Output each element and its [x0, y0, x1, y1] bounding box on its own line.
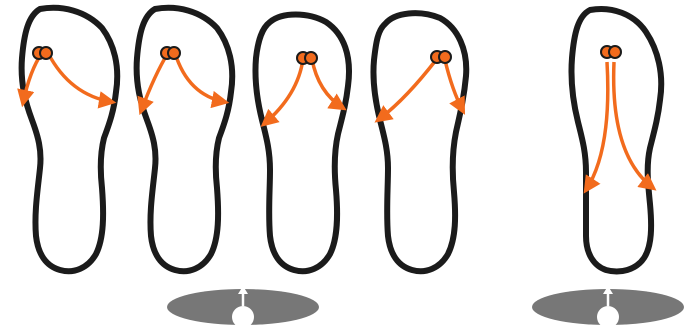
origin-dot-right	[305, 52, 317, 64]
base-indicator-1	[167, 286, 319, 328]
footprint-2	[137, 8, 233, 271]
footprint-outline-icon	[373, 13, 466, 271]
base-indicator-2	[532, 286, 684, 328]
origin-dot-right	[168, 47, 180, 59]
footprint-outline-icon	[137, 8, 233, 271]
arrow-right-1	[48, 53, 112, 102]
arrow-left-4	[378, 60, 436, 120]
origin-dot-right	[609, 46, 621, 58]
arrow-left-5	[586, 62, 608, 190]
arrow-right-3	[312, 59, 343, 108]
origin-dot-right	[40, 47, 52, 59]
footprint-5	[571, 9, 661, 272]
arrow-left-2	[141, 53, 168, 111]
footprint-4	[373, 13, 466, 271]
arrow-right-2	[175, 53, 225, 102]
origin-dot-right	[439, 51, 451, 63]
footprint-1	[22, 8, 118, 271]
arrow-right-4	[445, 60, 463, 111]
circle-marker-icon	[597, 306, 619, 328]
footprint-3	[255, 15, 349, 272]
arrow-left-1	[23, 53, 42, 103]
circle-marker-icon	[232, 306, 254, 328]
arrow-left-3	[264, 59, 303, 124]
